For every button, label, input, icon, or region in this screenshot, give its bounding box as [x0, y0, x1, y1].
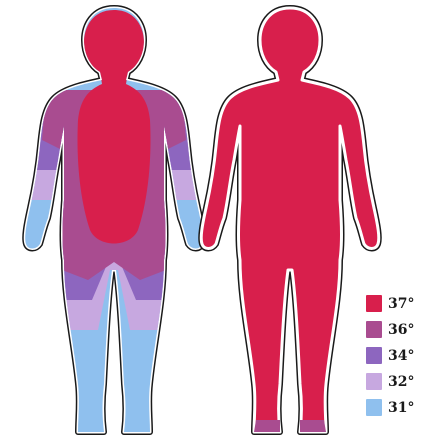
- right-feet: [254, 420, 326, 432]
- legend-swatch-36: [366, 321, 382, 338]
- legend-swatch-37: [366, 295, 382, 312]
- legend-item-37: 37°: [366, 293, 422, 314]
- legend-swatch-31: [366, 399, 382, 416]
- legend-label-32: 32°: [388, 374, 414, 390]
- legend-label-37: 37°: [388, 296, 414, 312]
- legend-item-34: 34°: [366, 345, 422, 366]
- right-body: [201, 8, 379, 432]
- legend-item-31: 31°: [366, 397, 422, 418]
- legend-swatch-34: [366, 347, 382, 364]
- legend-label-34: 34°: [388, 348, 414, 364]
- temperature-legend: 37° 36° 34° 32° 31°: [366, 293, 422, 423]
- left-body: [0, 0, 230, 447]
- legend-item-32: 32°: [366, 371, 422, 392]
- legend-item-36: 36°: [366, 319, 422, 340]
- legend-swatch-32: [366, 373, 382, 390]
- legend-label-36: 36°: [388, 322, 414, 338]
- legend-label-31: 31°: [388, 400, 414, 416]
- zone-37-core: [78, 10, 151, 244]
